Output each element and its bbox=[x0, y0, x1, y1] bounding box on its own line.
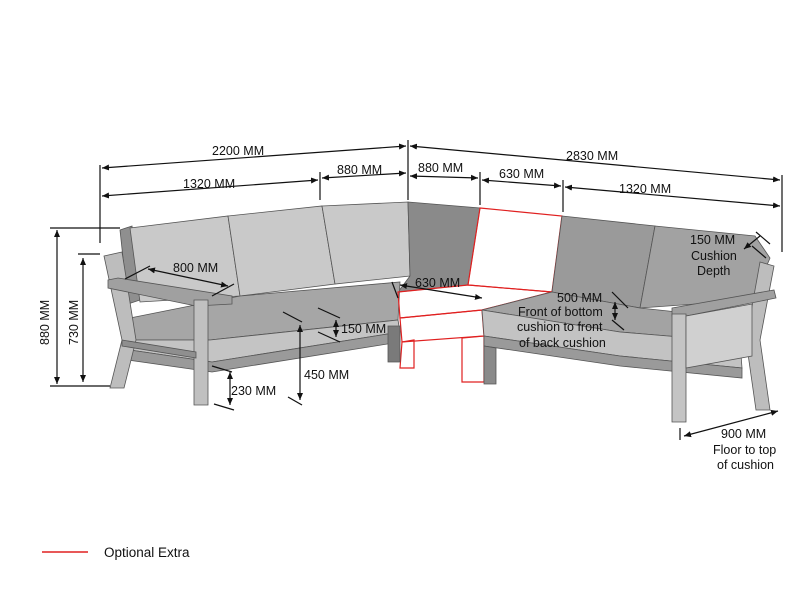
sofa-illustration bbox=[103, 201, 777, 423]
dim-right-1320 bbox=[564, 184, 781, 209]
left-arm-rail bbox=[121, 339, 197, 359]
dimension-labels: 2200 MM 2830 MM 1320 MM 880 MM 880 MM 63… bbox=[38, 144, 776, 472]
optional-back-cushion bbox=[467, 207, 563, 293]
corner-leg bbox=[387, 325, 401, 363]
label-left-880: 880 MM bbox=[337, 163, 382, 177]
optional-leg-2 bbox=[461, 335, 485, 383]
label-500-line1: Front of bottom bbox=[518, 305, 603, 319]
label-880-height: 880 MM bbox=[38, 300, 52, 345]
dimension-lines bbox=[50, 140, 783, 440]
label-right-1320: 1320 MM bbox=[619, 182, 671, 196]
dim-left-880 bbox=[321, 170, 407, 181]
right-center-leg bbox=[483, 345, 497, 385]
label-500-value: 500 MM bbox=[557, 291, 602, 305]
right-arm-front-post bbox=[671, 313, 687, 423]
dim-corner-630 bbox=[481, 177, 562, 189]
legend-optional-label: Optional Extra bbox=[104, 545, 190, 560]
dim-800-arm bbox=[147, 267, 229, 288]
label-730-height: 730 MM bbox=[67, 300, 81, 345]
dim-900-depth bbox=[683, 409, 779, 438]
label-900-line1: Floor to top bbox=[713, 443, 776, 457]
dim-630-seat bbox=[399, 283, 483, 300]
label-left-1320: 1320 MM bbox=[183, 177, 235, 191]
label-230: 230 MM bbox=[231, 384, 276, 398]
dim-2200 bbox=[101, 143, 407, 171]
label-2830: 2830 MM bbox=[566, 149, 618, 163]
dim-left-1320 bbox=[101, 177, 319, 199]
dim-cushion-depth bbox=[743, 235, 761, 250]
label-2200: 2200 MM bbox=[212, 144, 264, 158]
label-800: 800 MM bbox=[173, 261, 218, 275]
left-back-cushion-3 bbox=[321, 201, 411, 285]
label-seat-150: 150 MM bbox=[341, 322, 386, 336]
dim-corner-880 bbox=[409, 173, 479, 181]
dim-2830 bbox=[409, 143, 781, 183]
left-back-cushion-2 bbox=[227, 205, 336, 297]
right-arm-side-panel bbox=[685, 303, 753, 369]
label-900-value: 900 MM bbox=[721, 427, 766, 441]
label-500-line3: of back cushion bbox=[519, 336, 606, 350]
label-corner-630: 630 MM bbox=[499, 167, 544, 181]
left-arm-front-post bbox=[193, 299, 209, 406]
label-450: 450 MM bbox=[304, 368, 349, 382]
label-cushion-depth-value: 150 MM bbox=[690, 233, 735, 247]
label-cushion-depth-line2: Depth bbox=[697, 264, 730, 278]
label-500-line2: cushion to front bbox=[517, 320, 603, 334]
label-corner-880: 880 MM bbox=[418, 161, 463, 175]
optional-leg-1 bbox=[399, 339, 415, 369]
label-seat-630: 630 MM bbox=[415, 276, 460, 290]
legend: Optional Extra bbox=[42, 545, 190, 560]
left-armrest bbox=[107, 277, 233, 307]
label-900-line2: of cushion bbox=[717, 458, 774, 472]
label-cushion-depth-line1: Cushion bbox=[691, 249, 737, 263]
